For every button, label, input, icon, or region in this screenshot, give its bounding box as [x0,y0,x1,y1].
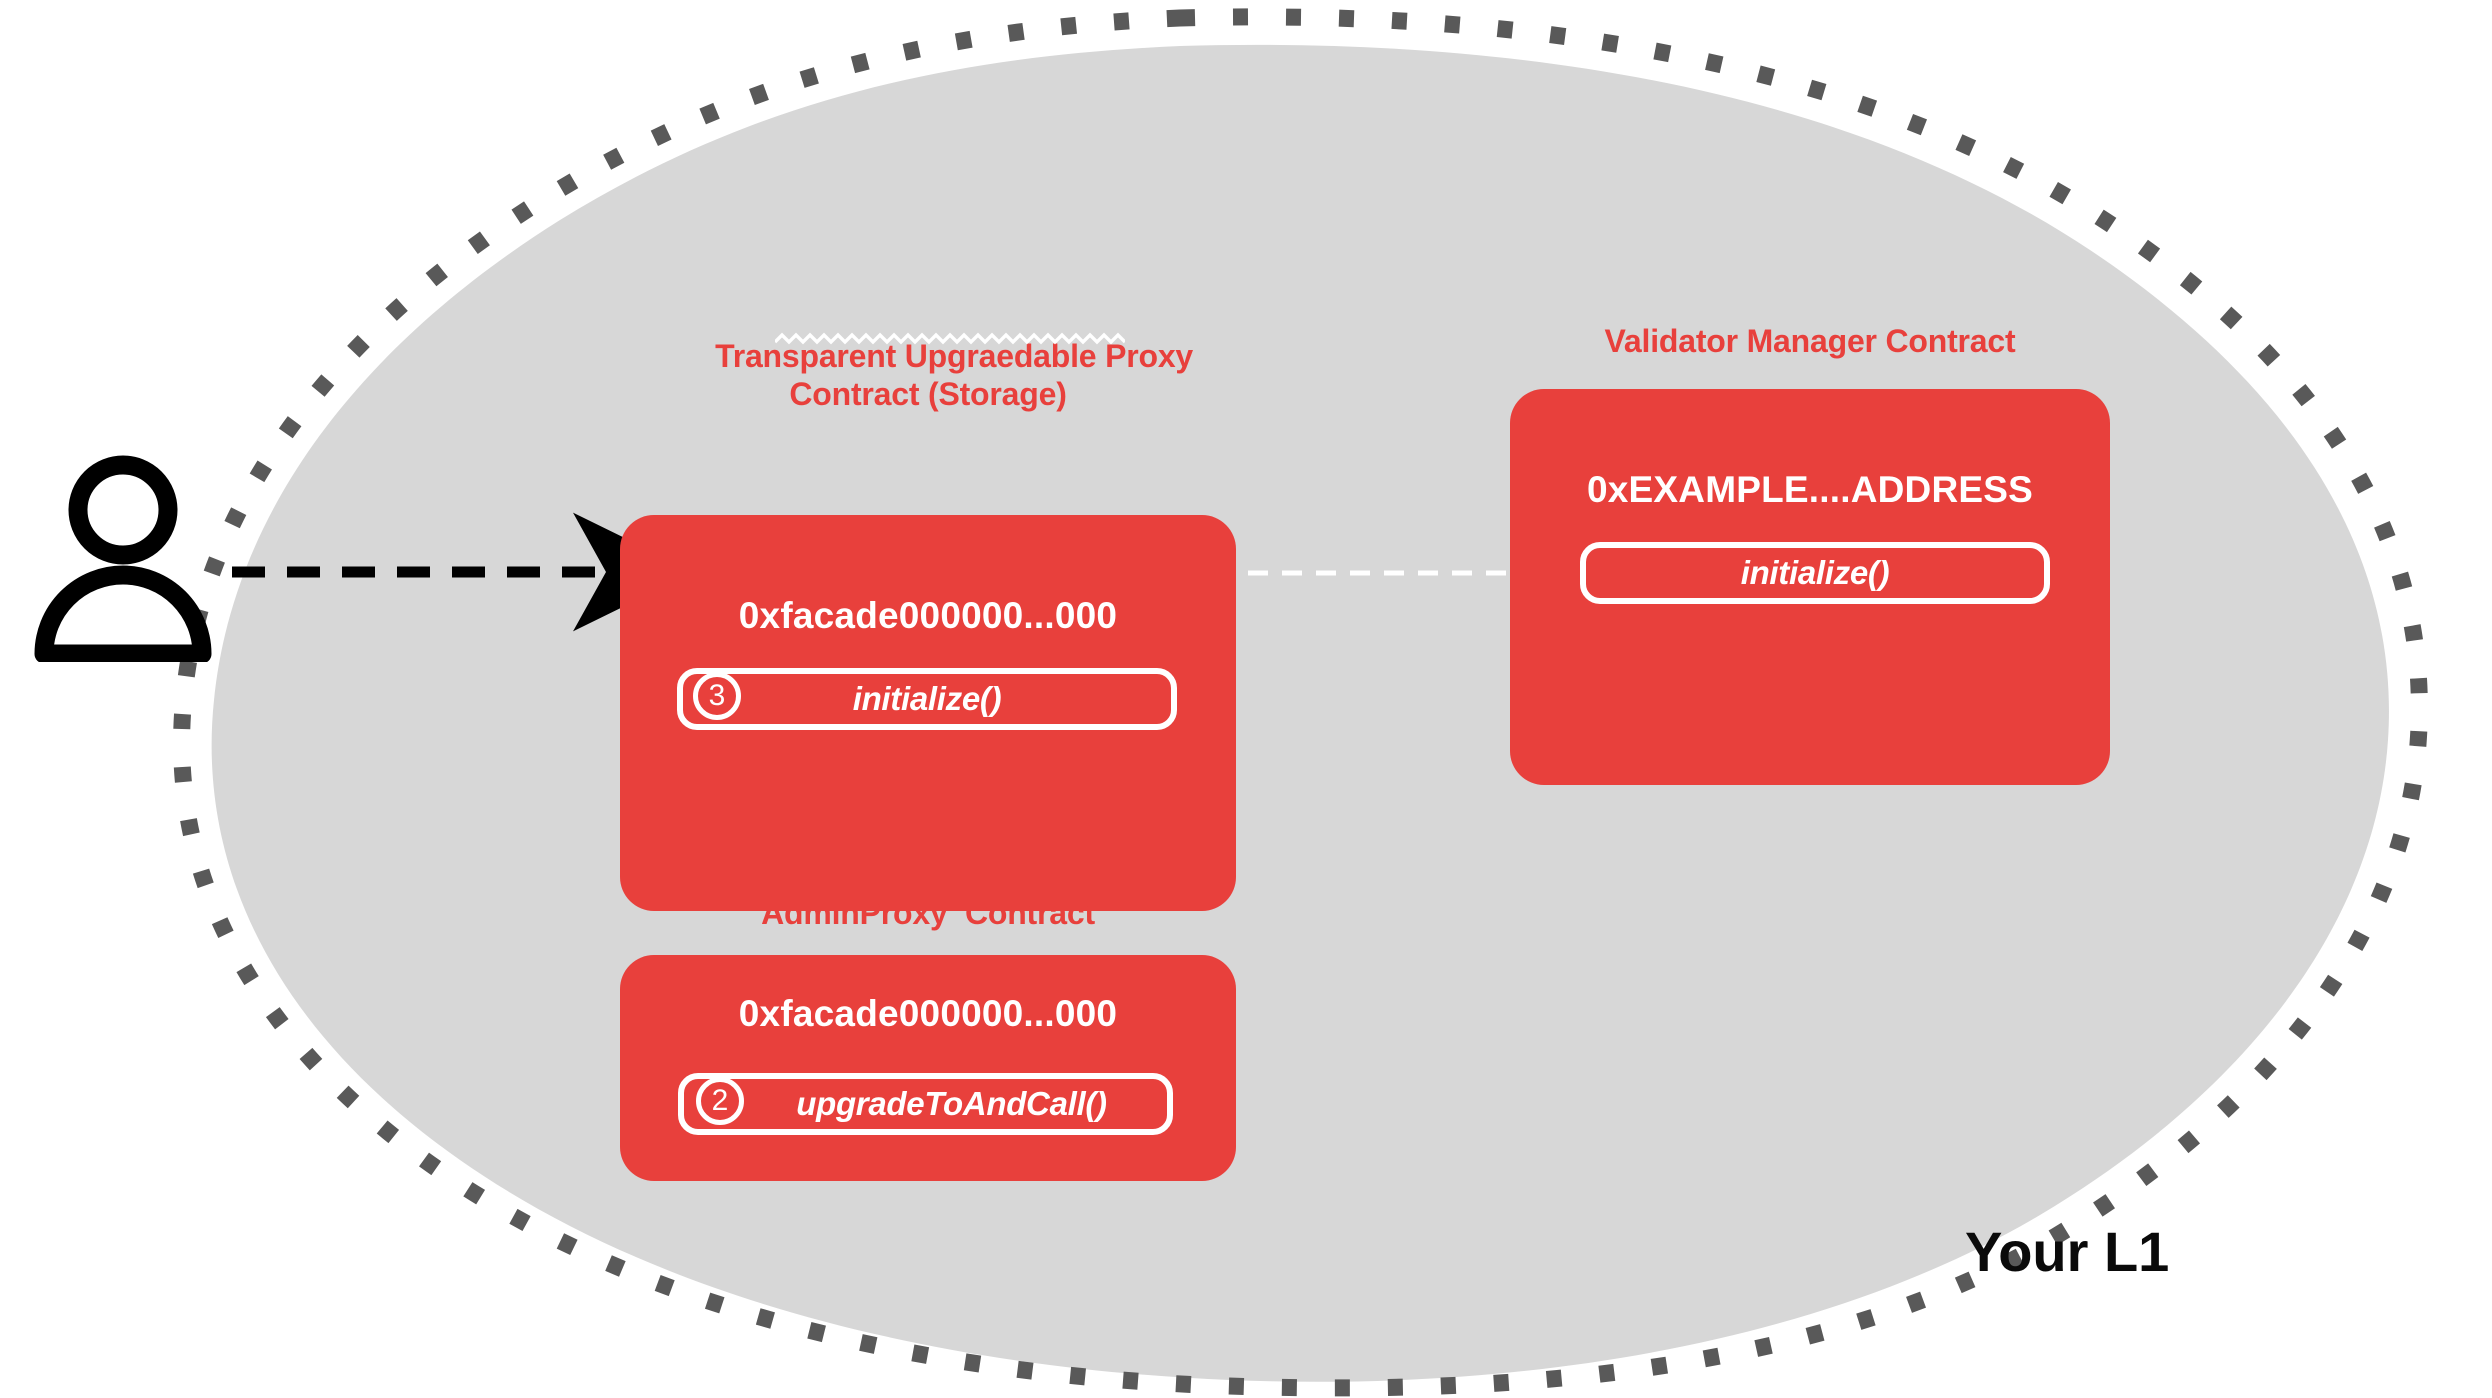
contract-validator-manager-function-label: initialize() [1740,553,1890,591]
contract-proxy-address: 0xfacade000000...000 [738,594,1118,636]
contract-validator-manager-title: Validator Manager Contract [1604,323,2016,359]
contract-admin-proxy-function-label: upgradeToAndCall() [796,1084,1107,1122]
contract-validator-manager-function-initialize[interactable]: initialize() [1580,541,2050,604]
contract-validator-manager-card[interactable]: 0xEXAMPLE....ADDRESS initialize() [1510,388,2110,785]
contract-admin-proxy-card[interactable]: 0xfacade000000...000 2 upgradeToAndCall(… [620,954,1236,1181]
contract-admin-proxy-address: 0xfacade000000...000 [738,992,1118,1034]
contract-proxy[interactable]: Transparent Upgraedable Proxy Contract (… [620,300,1236,911]
contract-validator-manager-address: 0xEXAMPLE....ADDRESS [1586,468,2034,510]
contract-admin-proxy[interactable]: AdminProxy Contract 0xfacade000000...000… [620,895,1236,1181]
person-icon [34,455,212,662]
contract-proxy-function-label: initialize() [852,679,1002,717]
contract-admin-proxy-title: AdminProxy Contract [761,895,1095,931]
l1-region-label: Your L1 [1965,1220,2170,1283]
step-badge-2: 2 [696,1076,744,1125]
step-badge-3: 3 [693,671,741,720]
contract-proxy-card[interactable]: 0xfacade000000...000 3 initialize() [620,514,1236,911]
contract-validator-manager[interactable]: Validator Manager Contract 0xEXAMPLE....… [1510,323,2110,785]
contract-admin-proxy-function-upgrade-to-and-call[interactable]: 2 upgradeToAndCall() [678,1072,1173,1135]
contract-proxy-title: Transparent Upgraedable Proxy Contract (… [620,300,1236,489]
contract-proxy-function-initialize[interactable]: 3 initialize() [677,667,1177,730]
